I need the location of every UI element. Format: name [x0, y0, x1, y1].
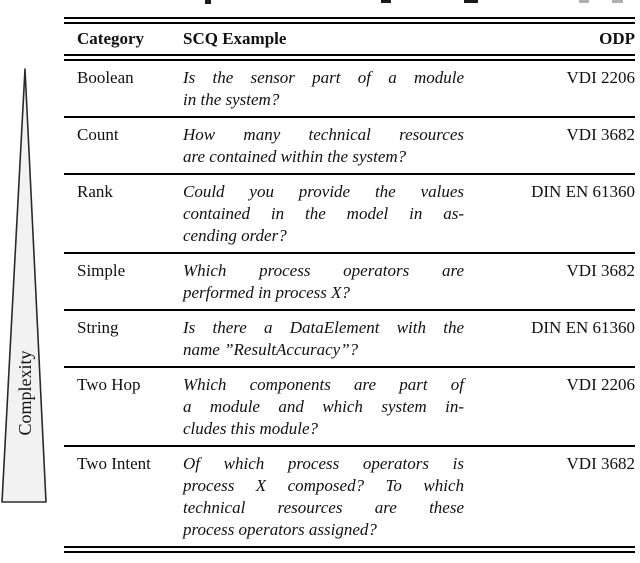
scq-example-line: process operators assigned?: [183, 520, 377, 539]
category-cell: Boolean: [77, 68, 134, 87]
complexity-axis: Complexity: [1, 68, 47, 503]
header-odp: ODP: [599, 29, 635, 48]
complexity-axis-label: Complexity: [15, 351, 35, 436]
category-cell: Two Intent: [77, 454, 151, 473]
scq-examples-table: Category SCQ Example ODP Boolean Is the s…: [64, 17, 635, 553]
odp-cell: VDI 2206: [566, 68, 635, 87]
row-separator: [64, 309, 635, 311]
table-row-count: Count How many technical resources are con…: [64, 118, 635, 173]
clipped-caption-fragment: [205, 0, 211, 4]
category-cell: String: [77, 318, 119, 337]
table-row-string: String Is there a DataElement with the nam…: [64, 311, 635, 366]
category-cell: Rank: [77, 182, 113, 201]
scq-example-line: cludes this module?: [183, 419, 319, 438]
table-top-rule: [64, 17, 635, 24]
clipped-caption-fragment: [464, 0, 478, 3]
table-row-two-intent: Two Intent Of which process operators is p…: [64, 447, 635, 546]
table-rows: Boolean Is the sensor part of a module in …: [64, 61, 635, 546]
table-header-row: Category SCQ Example ODP: [64, 24, 635, 54]
header-bottom-rule: [64, 54, 635, 61]
scq-example-cell: Which components are part of a module and…: [183, 374, 464, 440]
scq-example-cell: Is there a DataElement with the name ”Res…: [183, 317, 464, 361]
scq-example-line: How many technical resources: [183, 125, 464, 144]
scq-example-line: Is the sensor part of a module: [183, 68, 464, 87]
scq-example-line: Which process operators are: [183, 261, 464, 280]
category-cell: Two Hop: [77, 375, 141, 394]
table-row-boolean: Boolean Is the sensor part of a module in …: [64, 61, 635, 116]
row-separator: [64, 252, 635, 254]
header-category: Category: [77, 29, 145, 48]
scq-example-cell: Which process operators are performed in …: [183, 260, 464, 304]
odp-cell: DIN EN 61360: [531, 182, 635, 201]
table-bottom-rule: [64, 546, 635, 553]
clipped-caption-fragment: [381, 0, 391, 3]
scq-example-cell: How many technical resources are containe…: [183, 124, 464, 168]
scq-example-line: Is there a DataElement with the: [183, 318, 464, 337]
header-scq-example: SCQ Example: [183, 29, 287, 48]
complexity-triangle: [1, 68, 47, 503]
clipped-citation-fragment: [579, 0, 589, 3]
scq-example-line: Which components are part of: [183, 375, 464, 394]
scq-example-cell: Could you provide the values contained in…: [183, 181, 464, 247]
odp-cell: VDI 3682: [566, 454, 635, 473]
category-cell: Count: [77, 125, 119, 144]
row-separator: [64, 173, 635, 175]
row-separator: [64, 445, 635, 447]
category-cell: Simple: [77, 261, 126, 280]
scq-example-line: technical resources are these: [183, 498, 464, 517]
scq-example-line: contained in the model in as-: [183, 204, 464, 223]
odp-cell: VDI 3682: [566, 261, 635, 280]
table-row-rank: Rank Could you provide the values containe…: [64, 175, 635, 252]
odp-cell: VDI 2206: [566, 375, 635, 394]
scq-example-line: Of which process operators is: [183, 454, 464, 473]
scq-example-line: a module and which system in-: [183, 397, 464, 416]
clipped-citation-fragment: [612, 0, 623, 3]
table-row-simple: Simple Which process operators are perform…: [64, 254, 635, 309]
row-separator: [64, 116, 635, 118]
row-separator: [64, 366, 635, 368]
scq-example-line: Could you provide the values: [183, 182, 464, 201]
scq-example-line: in the system?: [183, 90, 280, 109]
scq-example-line: process X composed? To which: [183, 476, 464, 495]
scq-example-cell: Of which process operators is process X c…: [183, 453, 464, 541]
scq-example-line: name ”ResultAccuracy”?: [183, 340, 359, 359]
table-row-two-hop: Two Hop Which components are part of a mod…: [64, 368, 635, 445]
odp-cell: VDI 3682: [566, 125, 635, 144]
scq-example-line: are contained within the system?: [183, 147, 407, 166]
scq-example-cell: Is the sensor part of a module in the sys…: [183, 67, 464, 111]
scq-example-line: performed in process X?: [183, 283, 350, 302]
scq-example-line: cending order?: [183, 226, 287, 245]
odp-cell: DIN EN 61360: [531, 318, 635, 337]
